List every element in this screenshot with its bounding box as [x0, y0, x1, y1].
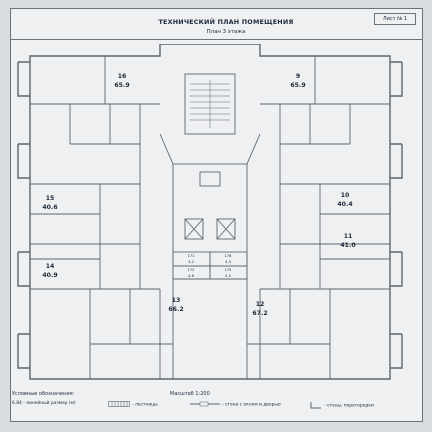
utility-area: 4.2: [188, 260, 194, 264]
scale-label: Масштаб 1:200: [170, 391, 210, 397]
utility-area: 4.3: [225, 260, 231, 264]
title-block: ТЕХНИЧЕСКИЙ ПЛАН ПОМЕЩЕНИЯ План 3 этажа …: [11, 9, 422, 40]
room-area: 41.0: [340, 242, 356, 249]
floor-plan: 16 65.9 9 65.9 15 40.6 10 40.4 14 40.9 1…: [17, 44, 403, 380]
legend-title: Условные обозначения:: [12, 391, 75, 397]
floor-subtitle: План 3 этажа: [206, 29, 246, 35]
room-area: 40.4: [337, 201, 353, 208]
window-wall-symbol-icon: [190, 401, 220, 407]
room-area: 40.6: [42, 204, 57, 211]
legend-item-stairs: - лестницы: [108, 401, 158, 408]
sheet-number: Лист № 1: [374, 13, 416, 25]
room-number: 9: [296, 73, 300, 80]
legend-text: - линейный размер (м): [23, 401, 76, 406]
legend-item-dimension: 6.84 - линейный размер (м): [12, 401, 76, 406]
legend-text: - стена с окном и дверью: [222, 402, 281, 408]
legend-text: - лестницы: [132, 402, 158, 408]
inner-walls: [30, 56, 390, 379]
room-area: 65.9: [290, 82, 305, 89]
utility-number: 172: [188, 268, 195, 272]
room-number: 16: [118, 73, 127, 80]
utility-number: 171: [188, 254, 195, 258]
utility-area: 4.5: [225, 274, 231, 278]
utility-number: 175: [225, 268, 232, 272]
room-number: 13: [172, 297, 181, 304]
legend-text: - стены, перегородки: [324, 403, 374, 409]
room-number: 14: [46, 263, 55, 270]
plan-sheet: ТЕХНИЧЕСКИЙ ПЛАН ПОМЕЩЕНИЯ План 3 этажа …: [10, 8, 423, 422]
room-number: 15: [46, 195, 55, 202]
legend-sample-value: 6.84: [12, 401, 22, 406]
room-number: 10: [341, 192, 350, 199]
stairs-symbol-icon: [108, 401, 130, 407]
outer-walls: [17, 44, 403, 380]
wall-symbol-icon: [310, 402, 321, 409]
utility-number: 176: [225, 254, 233, 258]
room-labels: 16 65.9 9 65.9 15 40.6 10 40.4 14 40.9 1…: [42, 73, 356, 317]
room-area: 66.2: [168, 306, 183, 313]
room-area: 40.9: [42, 272, 57, 279]
room-number: 11: [344, 233, 353, 240]
room-area: 67.2: [252, 310, 267, 317]
legend: Условные обозначения: Масштаб 1:200 6.84…: [10, 391, 410, 414]
room-area: 65.9: [114, 82, 129, 89]
room-number: 12: [256, 301, 265, 308]
utility-area: 4.6: [188, 274, 194, 278]
legend-item-window-wall: - стена с окном и дверью: [190, 401, 281, 408]
document-title: ТЕХНИЧЕСКИЙ ПЛАН ПОМЕЩЕНИЯ: [158, 18, 294, 26]
legend-item-walls: - стены, перегородки: [310, 401, 374, 409]
utility-labels: 171 4.2 176 4.3 172 4.6 175 4.5: [188, 254, 233, 278]
